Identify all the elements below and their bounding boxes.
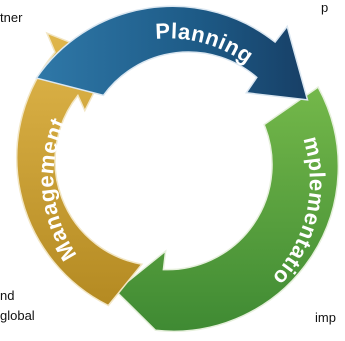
background-text-fragment: nd (0, 288, 15, 303)
background-text-fragment: global (0, 308, 35, 323)
background-text-fragment: tner (0, 10, 23, 25)
background-text-fragment: p (321, 0, 329, 15)
background-text-fragment: imp (315, 310, 336, 325)
planning-arrow (35, 5, 309, 101)
implementation-arrow (114, 86, 340, 332)
